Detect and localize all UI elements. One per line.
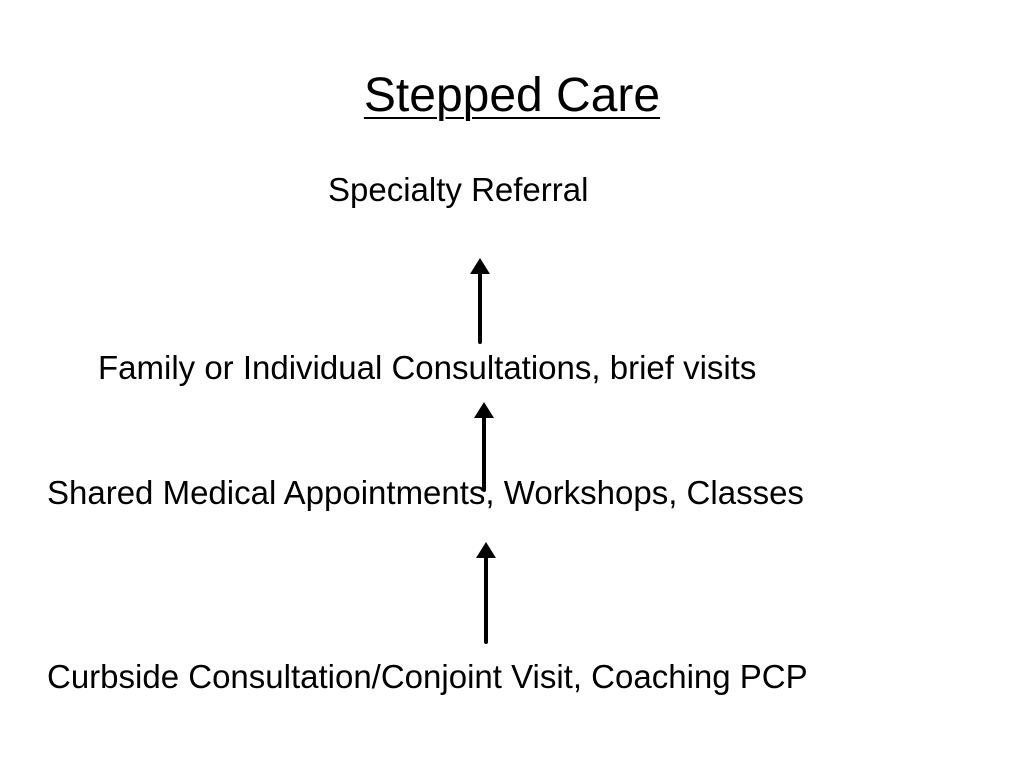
step-shared-appointments: Shared Medical Appointments, Workshops, … <box>47 474 804 511</box>
up-arrow-icon <box>476 542 496 644</box>
up-arrow-icon <box>474 402 494 492</box>
up-arrow-icon <box>470 258 490 344</box>
step-consultations: Family or Individual Consultations, brie… <box>98 349 757 386</box>
step-curbside-consultation: Curbside Consultation/Conjoint Visit, Co… <box>47 658 808 695</box>
slide-title: Stepped Care <box>363 69 661 122</box>
step-specialty-referral: Specialty Referral <box>328 171 589 208</box>
